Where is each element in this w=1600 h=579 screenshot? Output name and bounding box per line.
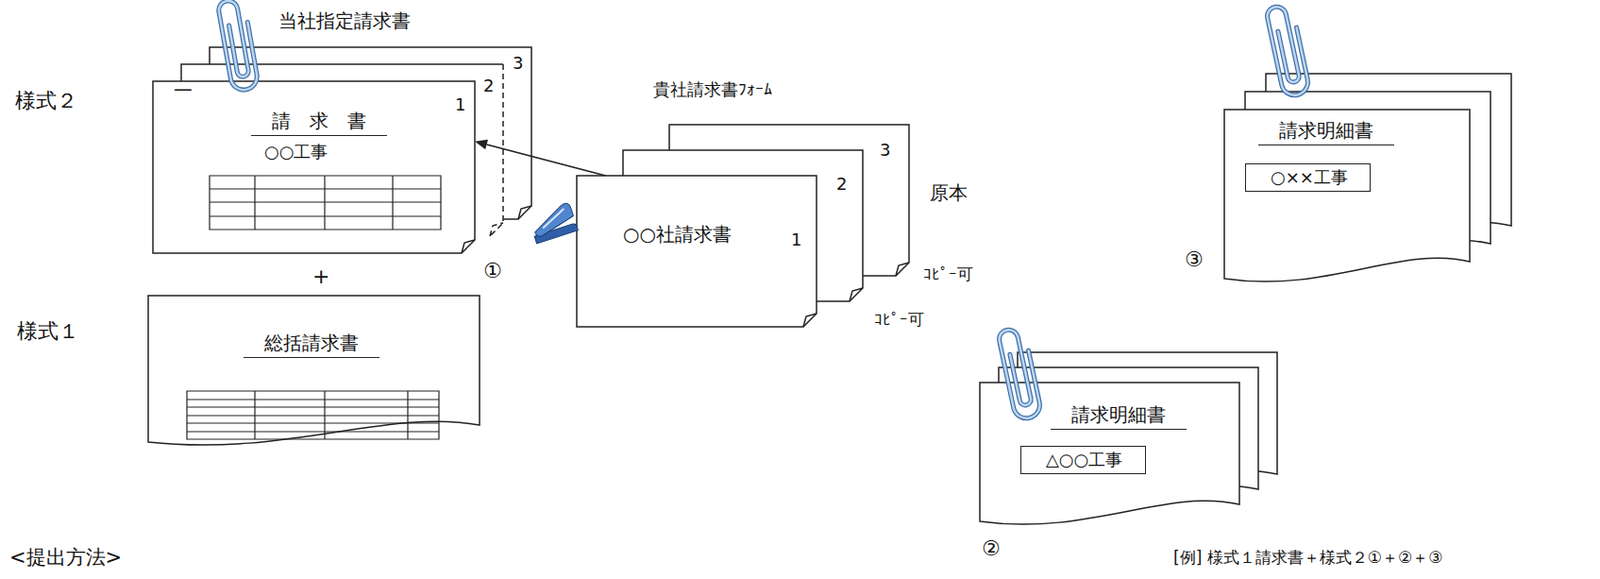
sheet-title: 請求明細書 [1050,403,1187,430]
folded-corner [461,239,475,253]
form-label: 様式２ [15,88,78,114]
folded-corner [895,262,910,276]
project-name: ○○工事 [264,141,328,163]
summary-sheet: 総括請求書 [148,295,480,450]
plus-sign: + [312,264,330,289]
note: 原本 [929,181,968,204]
project-name: ○××工事 [1270,167,1348,188]
paper-clip-body [217,0,259,92]
example-note: [例] 様式１請求書＋様式２①＋②＋③ [1173,547,1443,567]
paper-clip-body [997,326,1043,422]
note: ｺﾋﾟｰ可 [874,309,925,329]
tables [186,175,441,439]
folded-corner [518,205,532,219]
stack-heading: 当社指定請求書 [278,9,411,33]
form-label: 様式１ [16,319,80,344]
paper-clip-outline [1265,3,1311,99]
page-number: 3 [879,139,891,161]
arrow-connector [474,139,606,176]
stapler-arm [529,202,577,238]
sheet-title: 総括請求書 [243,331,380,358]
statement-sheet: 請求明細書 ○××工事 [1224,109,1470,287]
page-number: 1 [791,229,802,251]
project-box: △○○工事 [1020,445,1146,474]
sheet-mark: 一 [173,79,193,102]
sheet-outline [148,295,480,450]
sheet-outline [152,81,475,253]
paper-clip-outline [217,0,259,92]
invoice-sheet: 貴社請求書ﾌｫｰﾑ○○社請求書 [576,175,817,327]
paper-clip-outline [997,326,1043,422]
folded-corner [849,287,863,302]
stapler-icon [527,202,578,244]
arrow-line [487,144,607,176]
page-number: 2 [836,173,847,195]
paper-clip-body [1265,3,1311,99]
stapler-highlight [539,208,567,227]
invoice-sheet: 当社指定請求書請 求 書○○工事 [152,81,475,253]
sheet-title: 請 求 書 [251,109,388,136]
sheet-outline [152,81,475,253]
invoice-table [209,175,441,230]
sheet-outline [1224,109,1470,282]
paper-clip [1265,3,1311,99]
paper-clip [217,0,259,92]
sheet-title: 請求明細書 [1258,118,1395,146]
folded-corner [803,313,817,327]
callout-number: ③ [1184,247,1204,272]
statement-sheet: 請求明細書 △○○工事 [979,382,1240,529]
page-number: 1 [454,94,466,116]
note: ｺﾋﾟｰ可 [923,264,974,284]
project-name: △○○工事 [1045,449,1123,471]
section-heading: <提出方法> [9,545,122,570]
sheet-outline [576,175,817,327]
project-box: ○××工事 [1245,163,1371,192]
page-number: 3 [512,52,523,74]
page-number: 2 [483,75,494,97]
sheet-title: ○○社請求書 [623,222,732,246]
sheet-outline [576,175,817,327]
sheet-outline [148,295,480,445]
stack-heading: 貴社請求書ﾌｫｰﾑ [653,79,773,101]
summary-table [186,390,439,439]
callout-number: ① [483,258,503,284]
arrow-head [474,139,489,151]
callout-number: ② [981,536,1001,561]
paper-clip [997,326,1043,422]
